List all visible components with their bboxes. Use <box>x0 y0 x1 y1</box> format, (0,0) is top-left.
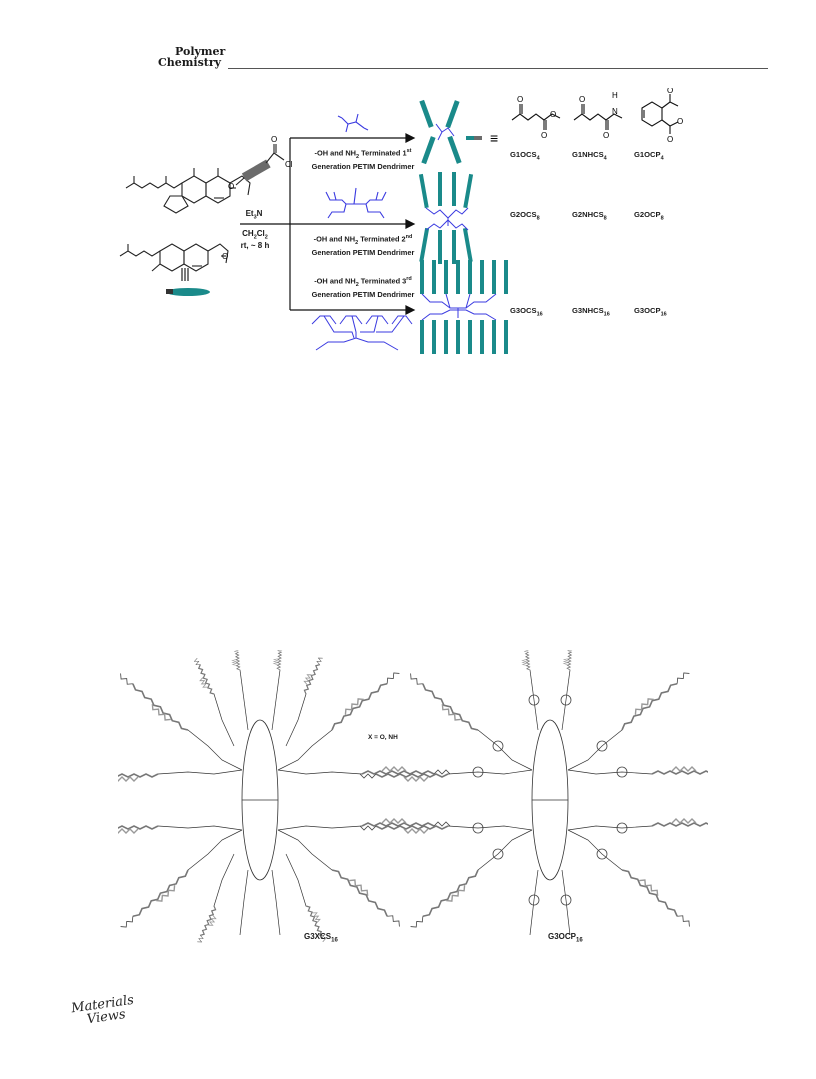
g3xcs16-label: G3XCS16 <box>304 932 338 944</box>
compound-label-g1nhcs4: G1NHCS4 <box>572 150 607 162</box>
arrow-label-g3: -OH and NH2 Terminated 3rd Generation PE… <box>311 276 415 299</box>
g1ocs4-oxygen-bottom: O <box>541 131 547 140</box>
linker-bar <box>241 159 271 182</box>
g3ocp16-label: G3OCP16 <box>548 932 583 944</box>
g3-product-core <box>421 293 497 321</box>
reaction-arrows <box>240 133 416 315</box>
g3xcs16-structure <box>118 650 451 946</box>
equivalence-symbol: ≡ <box>490 130 498 146</box>
hydroxyl-oxygen-atom: O <box>222 252 228 261</box>
scheme-drawing: O O Cl O <box>119 88 683 354</box>
g1-product-arms <box>419 99 462 165</box>
ester-oxygen-atom: O <box>228 182 234 191</box>
journal-name-line2: Chemistry <box>158 56 222 69</box>
journal-name-line1: Polymer <box>175 45 226 58</box>
chloride-atom: Cl <box>285 160 293 169</box>
g1ocp4-oxygen-top: O <box>667 88 673 95</box>
compound-label-g3nhcs16: G3NHCS16 <box>572 306 610 318</box>
g2-product-core <box>425 207 469 231</box>
benzene-rings <box>472 694 628 906</box>
g3-product-arms <box>420 260 508 354</box>
cholesterol-structure <box>119 243 229 272</box>
compound-label-g3ocs16: G3OCS16 <box>510 306 543 318</box>
mini-dendrimer-icon <box>466 136 480 140</box>
arrow-label-g2: -OH and NH2 Terminated 2nd Generation PE… <box>311 234 415 257</box>
g1nhcs4-structure <box>573 104 623 130</box>
compound-label-g2ocp8: G2OCP8 <box>634 210 664 222</box>
compound-label-g1ocp4: G1OCP4 <box>634 150 664 162</box>
cholesterol-shape-icon <box>166 288 210 296</box>
header-divider <box>228 68 768 69</box>
g1nhcs4-oxygen-bottom: O <box>603 131 609 140</box>
publisher-logo: Materials Views <box>70 993 136 1029</box>
synthesis-scheme: O O Cl O <box>116 88 706 364</box>
cholesteryl-chloride-structure <box>125 168 251 214</box>
arrow-label-g1: -OH and NH2 Terminated 1st Generation PE… <box>311 148 415 171</box>
g2-product-arms <box>418 172 474 264</box>
g3-dendrimer-icon <box>311 315 413 351</box>
journal-header: Polymer Chemistry <box>158 46 225 68</box>
compound-label-g2nhcs8: G2NHCS8 <box>572 210 607 222</box>
g1-dendrimer-icon <box>337 113 369 133</box>
compound-label-g2ocs8: G2OCS8 <box>510 210 540 222</box>
g1nhcs4-hydrogen: H <box>612 91 618 100</box>
conditions-time: rt, ~ 8 h <box>240 241 270 250</box>
g1ocs4-structure <box>511 104 561 130</box>
conditions-base: Et3N <box>245 209 263 221</box>
dendrimer-structures-figure: X = O, NH G3XCS16 G3OCP16 <box>118 650 708 960</box>
conditions-solvent: CH2Cl2 <box>242 229 268 241</box>
compound-label-g3ocp16: G3OCP16 <box>634 306 667 318</box>
carbonyl-oxygen-atom: O <box>271 135 277 144</box>
x-definition-note: X = O, NH <box>368 734 398 741</box>
g1ocp4-oxygen-bottom: O <box>667 135 673 144</box>
compound-label-g1ocs4: G1OCS4 <box>510 150 540 162</box>
g1ocp4-oxygen-ester: O <box>677 117 683 126</box>
g1nhcs4-nitrogen: N <box>612 107 618 116</box>
g1ocs4-oxygen-top: O <box>517 95 523 104</box>
g1ocs4-oxygen-ester: O <box>550 110 556 119</box>
dendrimer-structures-drawing <box>118 650 708 946</box>
g2-dendrimer-icon <box>325 187 387 219</box>
g1ocp4-structure <box>641 94 679 134</box>
triple-equivalence-mark <box>181 268 189 281</box>
g3ocp16-structure <box>359 650 708 936</box>
g1nhcs4-oxygen-top: O <box>579 95 585 104</box>
